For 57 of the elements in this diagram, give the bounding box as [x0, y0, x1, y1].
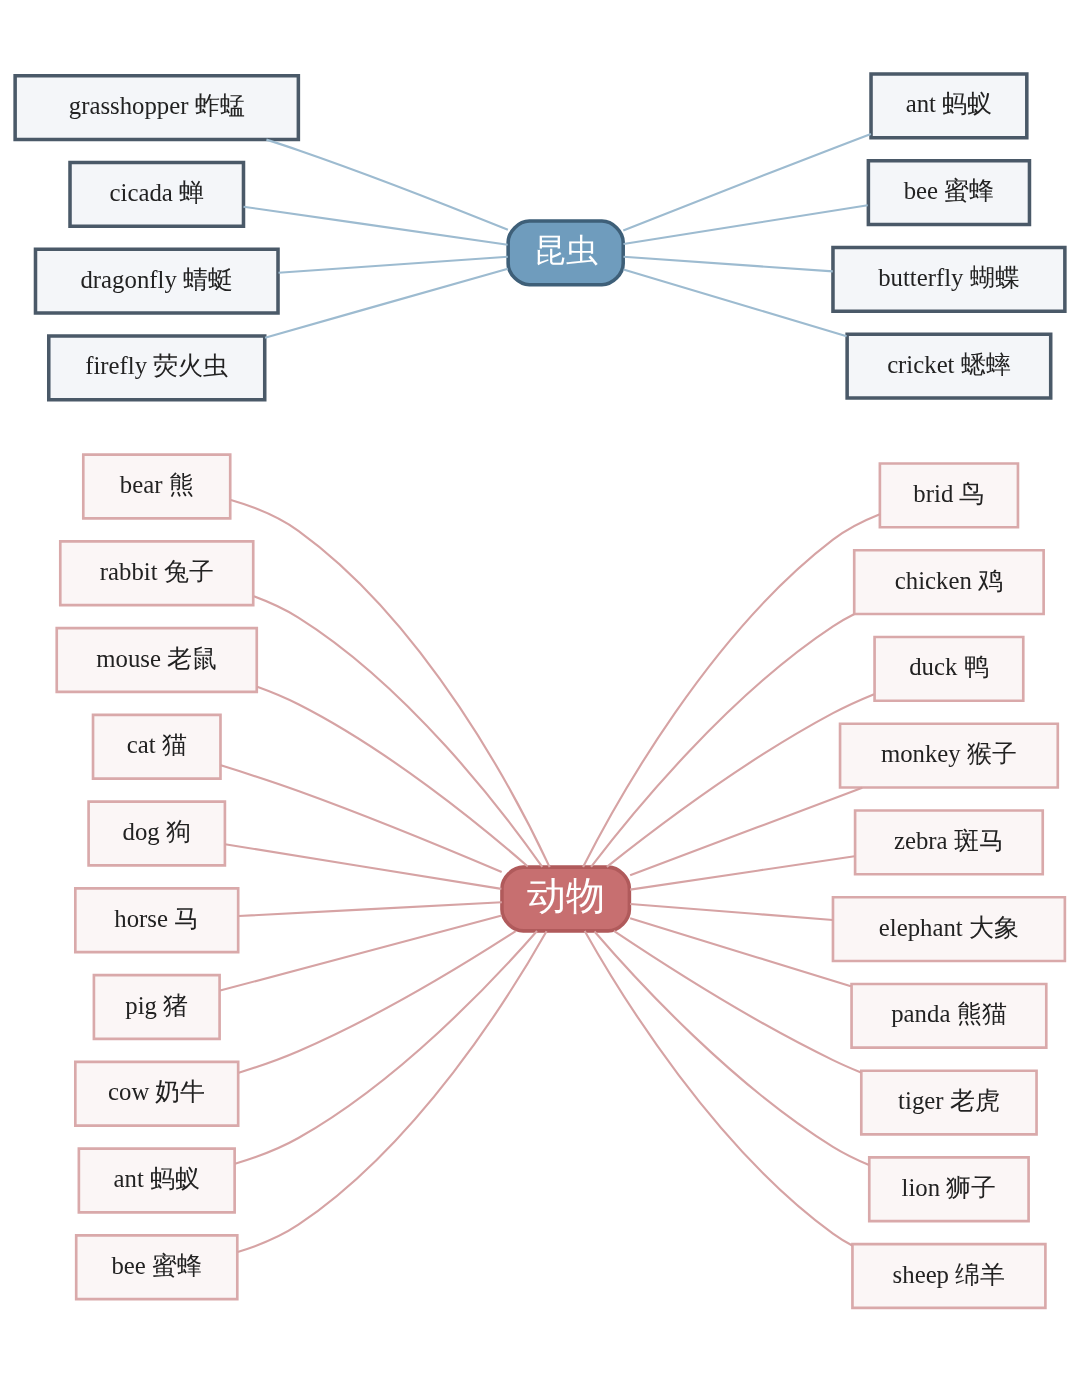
connector: [630, 902, 833, 922]
node-box: sheep 绵羊: [851, 1242, 1047, 1310]
connector: [219, 914, 503, 992]
node-box: cat 猫: [91, 713, 222, 780]
node-box: mouse 老鼠: [55, 626, 259, 694]
node-box: elephant 大象: [831, 895, 1067, 963]
node-box: dog 狗: [87, 800, 227, 867]
node-box: butterfly 蝴蝶: [831, 245, 1067, 314]
connector: [583, 930, 853, 1247]
node-box: brid 鸟: [878, 462, 1020, 529]
connector: [582, 513, 881, 868]
node-box: cow 奶牛: [74, 1060, 240, 1127]
node-box: ant 蚂蚁: [77, 1147, 236, 1214]
node-box: duck 鸭: [873, 635, 1025, 703]
node-box: chicken 鸡: [852, 548, 1045, 616]
node-box: tiger 老虎: [859, 1069, 1038, 1136]
node-box: grasshopper 蚱蜢: [13, 74, 301, 142]
node-box: bee 蜜蜂: [866, 159, 1032, 227]
connector: [266, 138, 509, 231]
node-box: rabbit 兔子: [58, 540, 255, 607]
connector: [629, 917, 852, 988]
connector: [238, 901, 502, 918]
connector: [593, 930, 870, 1166]
node-box: ant 蚂蚁: [869, 72, 1029, 140]
node-box: zebra 斑马: [853, 809, 1045, 876]
node-box: bee 蜜蜂: [74, 1234, 239, 1301]
node-box: bear 熊: [81, 453, 232, 520]
connector: [278, 255, 508, 274]
node-box: firefly 荧火虫: [47, 334, 267, 402]
connector: [256, 685, 529, 868]
connector: [230, 498, 551, 868]
connector: [220, 764, 503, 874]
connector: [622, 133, 872, 232]
connector: [237, 930, 548, 1253]
node-box: cicada 蝉: [68, 160, 246, 229]
node-box: monkey 猴子: [838, 722, 1060, 789]
connector: [224, 843, 502, 890]
connector: [630, 855, 855, 891]
connector: [234, 930, 538, 1165]
node-box: 动物: [500, 865, 632, 933]
node-box: lion 狮子: [867, 1156, 1030, 1223]
connector: [243, 205, 508, 246]
node-box: dragonfly 蜻蜓: [33, 247, 280, 315]
connector: [623, 268, 847, 338]
connector: [264, 267, 509, 339]
connector: [623, 255, 833, 273]
connector: [590, 613, 855, 868]
connector: [238, 930, 517, 1074]
node-box: cricket 蟋蟀: [845, 332, 1053, 400]
connector: [253, 595, 544, 868]
node-box: horse 马: [74, 887, 240, 954]
node-box: 昆虫: [506, 219, 625, 287]
connector: [623, 204, 868, 246]
connector: [613, 930, 862, 1074]
connector: [606, 693, 875, 868]
node-box: pig 猪: [92, 973, 221, 1041]
node-box: panda 熊猫: [850, 982, 1048, 1050]
